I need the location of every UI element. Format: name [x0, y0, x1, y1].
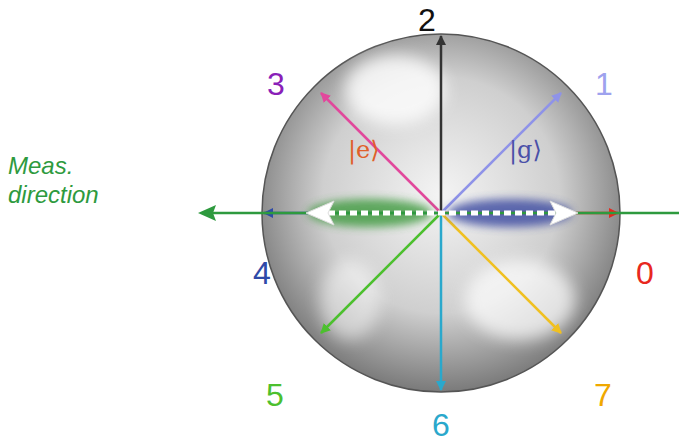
state-ket: |g⟩	[509, 138, 542, 162]
state-number: 3	[267, 68, 285, 100]
state-number: 6	[432, 409, 450, 441]
state-number: 4	[253, 257, 271, 289]
state-number: 2	[418, 4, 436, 36]
state-number: 7	[594, 379, 612, 411]
state-ket: |e⟩	[348, 138, 380, 162]
state-number: 1	[595, 68, 613, 100]
state-number: 5	[266, 379, 284, 411]
state-number: 0	[636, 257, 654, 289]
measurement-label: Meas. direction	[8, 152, 128, 210]
